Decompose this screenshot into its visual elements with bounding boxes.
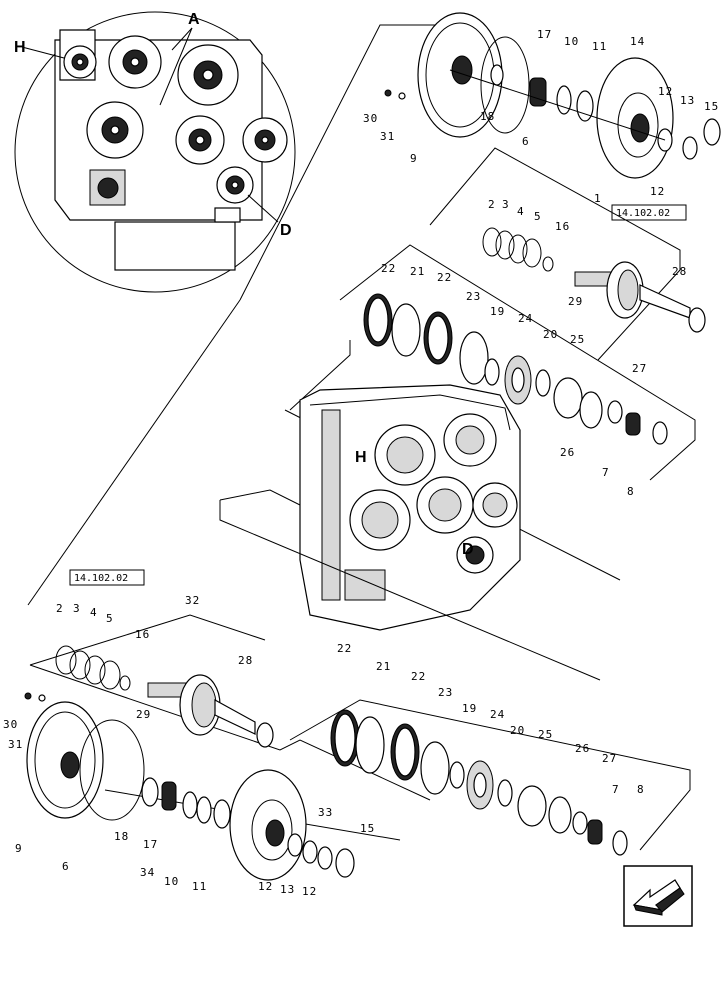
callout-l-19: 19 xyxy=(462,702,477,715)
cover-9-lower xyxy=(26,701,104,819)
callout-l-12a: 12 xyxy=(258,880,273,893)
ref-box-upper-label: 14.102.02 xyxy=(616,208,670,219)
callout-26: 26 xyxy=(560,446,575,459)
callout-l-20: 20 xyxy=(510,724,525,737)
callout-l-21: 21 xyxy=(376,660,391,673)
callout-l-30: 30 xyxy=(3,718,18,731)
housing-label-d: D xyxy=(462,541,474,558)
gear-33 xyxy=(229,769,307,881)
callout-15: 15 xyxy=(704,100,719,113)
callout-l-4: 4 xyxy=(90,606,98,619)
callout-l-8: 8 xyxy=(637,783,645,796)
callout-l-10: 10 xyxy=(164,875,179,888)
callout-8: 8 xyxy=(627,485,635,498)
callout-19: 19 xyxy=(490,305,505,318)
callout-l-9: 9 xyxy=(15,842,23,855)
callout-l-24: 24 xyxy=(490,708,505,721)
ref-box-upper xyxy=(611,204,687,221)
callout-l-15: 15 xyxy=(360,822,375,835)
locator-gear-d xyxy=(216,166,254,204)
bolt-30-lower xyxy=(24,692,32,700)
nav-arrow-icon[interactable] xyxy=(623,865,693,927)
callout-l-22a: 22 xyxy=(337,642,352,655)
callout-20: 20 xyxy=(543,328,558,341)
callout-l-7: 7 xyxy=(612,783,620,796)
callout-6: 6 xyxy=(522,135,530,148)
callout-l-34: 34 xyxy=(140,866,155,879)
callout-l-16: 16 xyxy=(135,628,150,641)
callout-9: 9 xyxy=(410,152,418,165)
callout-l-11: 11 xyxy=(192,880,207,893)
transmission-housing: H D xyxy=(299,384,521,631)
callout-l-26: 26 xyxy=(575,742,590,755)
callout-11: 11 xyxy=(592,40,607,53)
callout-5: 5 xyxy=(534,210,542,223)
bolt-30 xyxy=(384,89,392,97)
lower-assembly: 14.102.02 2 3 4 5 16 32 28 29 30 31 9 6 … xyxy=(3,489,691,898)
callout-31: 31 xyxy=(380,130,395,143)
callout-l-3: 3 xyxy=(73,602,81,615)
locator-label-h: H xyxy=(14,39,26,56)
callout-l-33: 33 xyxy=(318,806,333,819)
ref-box-lower xyxy=(69,569,145,586)
callout-3: 3 xyxy=(502,198,510,211)
seal-ring-6 xyxy=(480,36,530,134)
callout-l-28: 28 xyxy=(238,654,253,667)
housing-label-h: H xyxy=(355,449,367,466)
callout-l-17: 17 xyxy=(143,838,158,851)
callout-25: 25 xyxy=(570,333,585,346)
callout-2: 2 xyxy=(488,198,496,211)
upper-assembly: 14.102.02 17 10 11 14 30 31 9 18 6 12 13… xyxy=(284,12,721,581)
callout-22a: 22 xyxy=(381,262,396,275)
callout-27: 27 xyxy=(632,362,647,375)
callout-l-5: 5 xyxy=(106,612,114,625)
callout-12a: 12 xyxy=(658,85,673,98)
callout-17: 17 xyxy=(537,28,552,41)
callout-28: 28 xyxy=(672,265,687,278)
shaft-1 xyxy=(574,261,691,319)
callout-l-13: 13 xyxy=(280,883,295,896)
callout-4: 4 xyxy=(517,205,525,218)
callout-l-6: 6 xyxy=(62,860,70,873)
callout-7: 7 xyxy=(602,466,610,479)
callout-l-22b: 22 xyxy=(411,670,426,683)
callout-l-2: 2 xyxy=(56,602,64,615)
callout-22b: 22 xyxy=(437,271,452,284)
locator-circle xyxy=(14,11,296,293)
callout-29: 29 xyxy=(568,295,583,308)
gear-14 xyxy=(596,57,674,179)
callout-l-32: 32 xyxy=(185,594,200,607)
callout-16: 16 xyxy=(555,220,570,233)
callout-18: 18 xyxy=(480,110,495,123)
locator-gear-h xyxy=(63,45,97,79)
callout-l-12b: 12 xyxy=(302,885,317,898)
callout-l-25: 25 xyxy=(538,728,553,741)
ref-box-lower-label: 14.102.02 xyxy=(74,573,128,584)
callout-1: 1 xyxy=(594,192,602,205)
callout-13: 13 xyxy=(680,94,695,107)
callout-l-29: 29 xyxy=(136,708,151,721)
locator-label-d: D xyxy=(280,222,292,239)
bearing-17 xyxy=(529,77,547,107)
locator-label-a: A xyxy=(188,11,200,28)
callout-24: 24 xyxy=(518,312,533,325)
callout-23: 23 xyxy=(466,290,481,303)
callout-l-18: 18 xyxy=(114,830,129,843)
callout-21: 21 xyxy=(410,265,425,278)
shaft-32 xyxy=(147,674,256,736)
connector-line-lower xyxy=(27,299,241,606)
callout-12b: 12 xyxy=(650,185,665,198)
callout-14: 14 xyxy=(630,35,645,48)
callout-l-23: 23 xyxy=(438,686,453,699)
callout-30: 30 xyxy=(363,112,378,125)
callout-l-31: 31 xyxy=(8,738,23,751)
locator-view: H A D xyxy=(14,11,296,293)
callout-l-27: 27 xyxy=(602,752,617,765)
callout-10: 10 xyxy=(564,35,579,48)
connector-line-upper xyxy=(239,24,440,301)
